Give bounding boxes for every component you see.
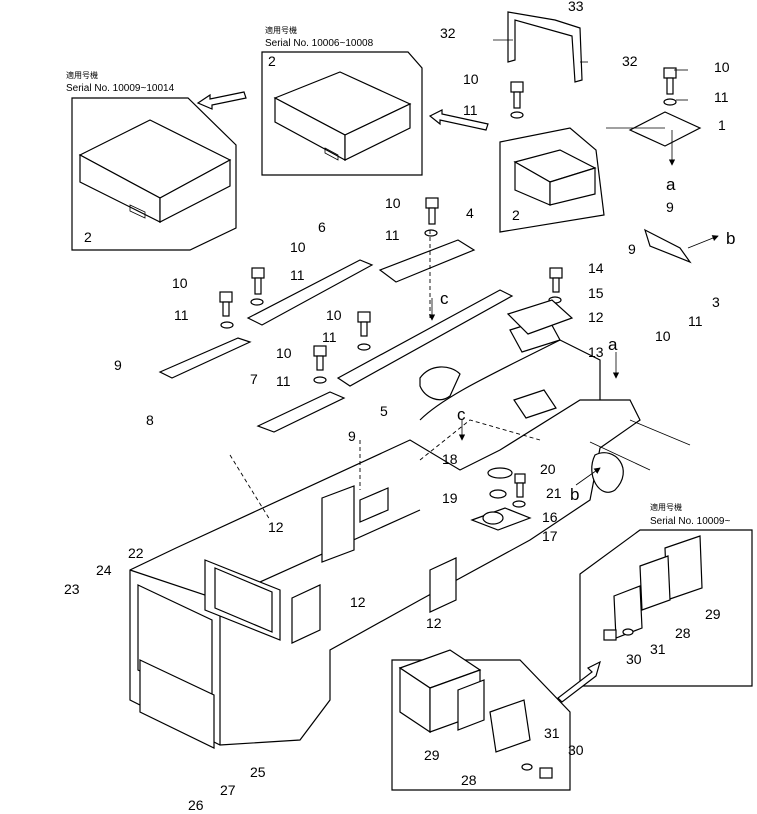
ref-letter-a: a bbox=[608, 335, 618, 354]
leader-lines bbox=[428, 39, 719, 486]
callout-2: 2 bbox=[512, 207, 520, 223]
callout-19: 19 bbox=[442, 490, 458, 506]
callout-11: 11 bbox=[290, 267, 305, 283]
inset-jp-label: 適用号機 bbox=[265, 25, 297, 35]
callout-7: 7 bbox=[250, 371, 258, 387]
callout-11: 11 bbox=[174, 307, 189, 323]
inset-serial-label: Serial No. 10009~ bbox=[650, 516, 730, 527]
inset-serial-10006-10008: 適用号機 Serial No. 10006~10008 bbox=[261, 25, 489, 176]
callout-28: 28 bbox=[675, 625, 691, 641]
cover-part bbox=[273, 71, 412, 162]
cover-part bbox=[78, 119, 232, 223]
callout-20: 20 bbox=[540, 461, 556, 477]
callout-9: 9 bbox=[666, 199, 674, 215]
callout-8: 8 bbox=[146, 412, 154, 428]
callout-11: 11 bbox=[276, 373, 291, 389]
inset-serial-10009-10014: 適用号機 Serial No. 10009~10014 bbox=[66, 70, 247, 251]
callout-6: 6 bbox=[318, 219, 326, 235]
callout-12: 12 bbox=[268, 519, 284, 535]
callout-32: 32 bbox=[440, 25, 456, 41]
inset-jp-label: 適用号機 bbox=[66, 70, 98, 80]
callout-labels: 33 32 32 10 11 1 10 11 2 2 2 9 10 11 4 6… bbox=[64, 0, 730, 813]
callout-15: 15 bbox=[588, 285, 604, 301]
callout-10: 10 bbox=[172, 275, 188, 291]
ref-letter-b: b bbox=[570, 485, 579, 504]
callout-12: 12 bbox=[588, 309, 604, 325]
callout-14: 14 bbox=[588, 260, 604, 276]
inset-serial-label: Serial No. 10009~10014 bbox=[66, 83, 175, 94]
callout-30: 30 bbox=[568, 742, 584, 758]
callout-10: 10 bbox=[655, 328, 671, 344]
ref-letter-c: c bbox=[440, 289, 449, 308]
callout-23: 23 bbox=[64, 581, 80, 597]
callout-22: 22 bbox=[128, 545, 144, 561]
callout-25: 25 bbox=[250, 764, 266, 780]
inset-jp-label: 適用号機 bbox=[650, 502, 682, 512]
callout-24: 24 bbox=[96, 562, 112, 578]
hollow-arrow-left bbox=[196, 91, 247, 110]
inset-serial-10009: 適用号機 Serial No. 10009~ bbox=[557, 502, 753, 703]
callout-12: 12 bbox=[350, 594, 366, 610]
reference-letters: a b c c a b bbox=[440, 175, 735, 504]
callout-5: 5 bbox=[380, 403, 388, 419]
callout-31: 31 bbox=[544, 725, 560, 741]
ref-letter-c: c bbox=[457, 405, 466, 424]
ref-letter-b: b bbox=[726, 229, 735, 248]
callout-29: 29 bbox=[705, 606, 721, 622]
callout-13: 13 bbox=[588, 344, 604, 360]
callout-29: 29 bbox=[424, 747, 440, 763]
hollow-arrow-up bbox=[557, 660, 601, 703]
floor-plates bbox=[158, 239, 514, 433]
callout-21: 21 bbox=[546, 485, 562, 501]
callout-4: 4 bbox=[466, 205, 474, 221]
callout-2: 2 bbox=[268, 53, 276, 69]
callout-16: 16 bbox=[542, 509, 558, 525]
callout-27: 27 bbox=[220, 782, 236, 798]
callout-11: 11 bbox=[463, 102, 478, 118]
callout-10: 10 bbox=[290, 239, 306, 255]
ref-letter-a: a bbox=[666, 175, 676, 194]
callout-32: 32 bbox=[622, 53, 638, 69]
callout-2: 2 bbox=[84, 229, 92, 245]
callout-11: 11 bbox=[688, 313, 703, 329]
callout-10: 10 bbox=[463, 71, 479, 87]
callout-11: 11 bbox=[385, 227, 400, 243]
callout-3: 3 bbox=[712, 294, 720, 310]
callout-31: 31 bbox=[650, 641, 666, 657]
cover-assembly-right bbox=[499, 11, 702, 264]
bolt-group bbox=[219, 67, 677, 508]
callout-26: 26 bbox=[188, 797, 204, 813]
hollow-arrow-left bbox=[428, 109, 489, 131]
callout-18: 18 bbox=[442, 451, 458, 467]
callout-11: 11 bbox=[322, 329, 337, 345]
callout-10: 10 bbox=[385, 195, 401, 211]
callout-30: 30 bbox=[626, 651, 642, 667]
callout-12: 12 bbox=[426, 615, 442, 631]
callout-9: 9 bbox=[628, 241, 636, 257]
main-frame bbox=[129, 230, 641, 749]
callout-28: 28 bbox=[461, 772, 477, 788]
callout-11: 11 bbox=[714, 89, 729, 105]
inset-serial-label: Serial No. 10006~10008 bbox=[265, 38, 374, 49]
callout-10: 10 bbox=[276, 345, 292, 361]
callout-9: 9 bbox=[114, 357, 122, 373]
callout-1: 1 bbox=[718, 117, 726, 133]
callout-17: 17 bbox=[542, 528, 558, 544]
callout-33: 33 bbox=[568, 0, 584, 14]
callout-10: 10 bbox=[326, 307, 342, 323]
callout-9: 9 bbox=[348, 428, 356, 444]
inset-bottom-center bbox=[391, 649, 571, 791]
callout-10: 10 bbox=[714, 59, 730, 75]
